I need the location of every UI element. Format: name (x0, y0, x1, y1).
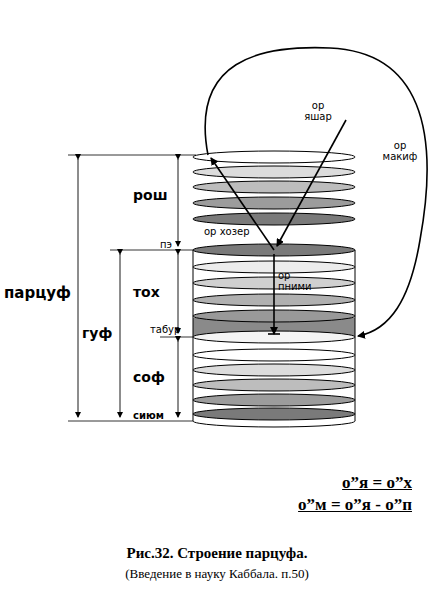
light-label: ор пними (278, 270, 314, 292)
part-label: гуф (82, 326, 112, 341)
formula: о”м = о”я - о”п (298, 496, 412, 515)
part-label: рош (133, 188, 168, 203)
light-label: ор яшар (300, 100, 336, 122)
dimension-lines (78, 159, 178, 417)
reference-lines (68, 155, 196, 421)
formula: о”я = о”х (342, 474, 412, 493)
level-label: сиюм (133, 410, 164, 421)
level-label: пэ (160, 239, 172, 250)
part-label: соф (133, 370, 165, 385)
light-label: ор макиф (380, 140, 420, 162)
figure-caption: Рис.32. Строение парцуфа. (0, 545, 434, 562)
part-label: парцуф (4, 285, 71, 302)
caption-reference: (Введение в науку Каббала. п.50) (0, 567, 434, 581)
head-discs (193, 151, 355, 225)
part-label: тох (133, 285, 160, 300)
level-label: табур (150, 324, 180, 335)
light-arrows (205, 48, 427, 336)
body-cylinder (193, 244, 355, 427)
light-label: ор хозер (204, 226, 250, 237)
